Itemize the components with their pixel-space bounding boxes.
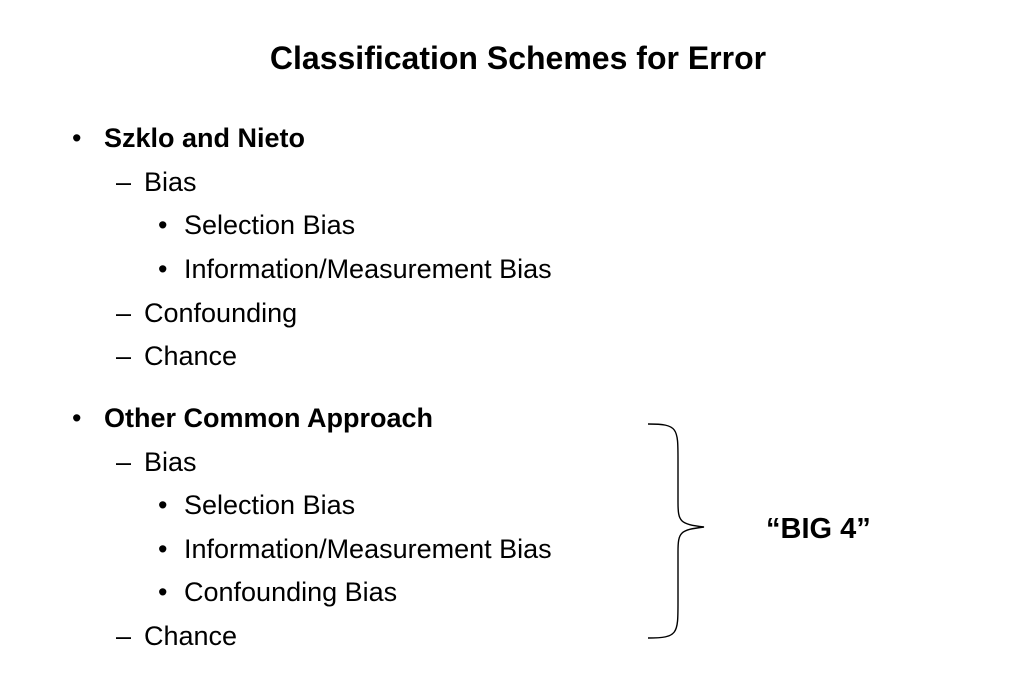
list-item-chance: Chance (144, 621, 238, 651)
list-item-selection-bias: Selection Bias (184, 490, 356, 520)
dash-icon: – (116, 341, 132, 371)
dash-icon: – (116, 167, 132, 197)
bullet-icon: • (158, 490, 168, 520)
list-item-information-bias: Information/Measurement Bias (184, 254, 552, 284)
dash-icon: – (116, 621, 132, 651)
dash-icon: – (116, 298, 132, 328)
big-four-callout: “BIG 4” (766, 513, 871, 545)
bullet-icon: • (72, 403, 82, 433)
bullet-icon: • (158, 254, 168, 284)
section-heading-other-approach: Other Common Approach (104, 403, 434, 433)
bullet-icon: • (158, 577, 168, 607)
list-item-selection-bias: Selection Bias (184, 210, 356, 240)
list-item-bias: Bias (144, 167, 197, 197)
list-item-information-bias: Information/Measurement Bias (184, 534, 552, 564)
curly-brace-icon (647, 423, 705, 639)
bullet-icon: • (158, 210, 168, 240)
list-item-confounding: Confounding (144, 298, 298, 328)
bullet-icon: • (72, 123, 82, 153)
section-heading-szklo-nieto: Szklo and Nieto (104, 123, 306, 153)
dash-icon: – (116, 447, 132, 477)
list-item-bias: Bias (144, 447, 197, 477)
slide-title: Classification Schemes for Error (269, 40, 767, 76)
list-item-confounding-bias: Confounding Bias (184, 577, 398, 607)
bullet-icon: • (158, 534, 168, 564)
list-item-chance: Chance (144, 341, 238, 371)
